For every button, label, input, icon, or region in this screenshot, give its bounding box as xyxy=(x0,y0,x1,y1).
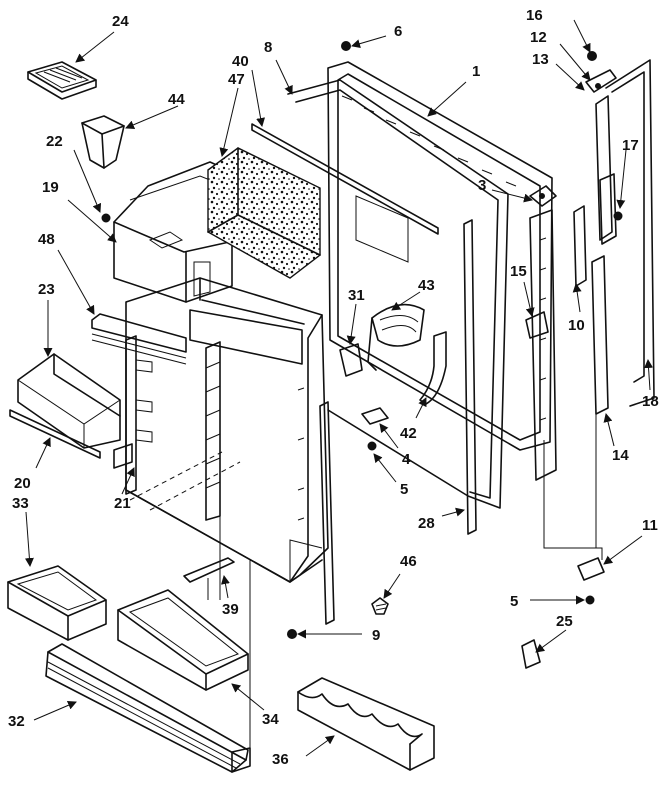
callout-31: 31 xyxy=(348,287,365,304)
callout-47: 47 xyxy=(228,71,245,88)
callout-44: 44 xyxy=(168,91,185,108)
part-6-screw xyxy=(341,41,351,51)
part-33-door-bin xyxy=(7,565,107,641)
callout-16: 16 xyxy=(526,7,543,24)
part-5-screw-lower xyxy=(585,595,595,605)
callout-40: 40 xyxy=(232,53,249,70)
part-10-bracket xyxy=(573,205,587,287)
part-door-side-rail xyxy=(529,209,557,481)
callout-42: 42 xyxy=(400,425,417,442)
callout-20: 20 xyxy=(14,475,31,492)
part-28-rod xyxy=(463,219,477,535)
part-11-bottom-hinge xyxy=(577,557,605,581)
part-rod-lower xyxy=(319,401,335,625)
part-40-gasket xyxy=(251,123,439,235)
callout-5-lower: 5 xyxy=(510,593,518,610)
part-42-tube xyxy=(419,331,447,405)
part-48-rail xyxy=(91,313,187,365)
callout-14: 14 xyxy=(612,447,629,464)
guide-lines xyxy=(219,414,603,750)
part-23-control-cover xyxy=(17,353,121,449)
part-5-screw-upper xyxy=(367,441,377,451)
callout-13: 13 xyxy=(532,51,549,68)
part-31-bracket xyxy=(339,343,363,377)
part-32-door-bar xyxy=(45,643,251,773)
part-hinge-bar xyxy=(595,95,617,245)
callout-15: 15 xyxy=(510,263,527,280)
part-cabinet-liner xyxy=(125,277,329,583)
part-18-door-trim xyxy=(605,59,655,407)
part-4-clip xyxy=(361,407,389,425)
callout-46: 46 xyxy=(400,553,417,570)
part-20-strip xyxy=(9,409,101,459)
callout-4: 4 xyxy=(402,451,411,468)
part-46-screw xyxy=(371,597,389,615)
part-47-filter xyxy=(207,147,321,279)
callout-18: 18 xyxy=(642,393,659,410)
part-13-top-hinge xyxy=(585,69,617,93)
callout-leaders xyxy=(24,19,654,757)
part-8-gasket-frame xyxy=(287,79,509,509)
callout-32: 32 xyxy=(8,713,25,730)
callout-8: 8 xyxy=(264,39,272,56)
callout-3: 3 xyxy=(478,177,486,194)
part-3-hinge-plate xyxy=(529,185,557,207)
part-shelf-rails xyxy=(125,335,241,521)
callout-12: 12 xyxy=(530,29,547,46)
callout-19: 19 xyxy=(42,179,59,196)
callout-24: 24 xyxy=(112,13,129,30)
part-34-door-bin xyxy=(117,589,249,691)
callout-28: 28 xyxy=(418,515,435,532)
callout-11: 11 xyxy=(642,517,658,534)
callout-9: 9 xyxy=(372,627,380,644)
part-16-screw xyxy=(587,51,597,61)
callout-25: 25 xyxy=(556,613,573,630)
part-21-bracket xyxy=(113,443,133,469)
callout-43: 43 xyxy=(418,277,435,294)
part-39-clip xyxy=(183,557,235,600)
part-22-screw xyxy=(101,213,111,223)
callout-36: 36 xyxy=(272,751,289,768)
callout-34: 34 xyxy=(262,711,279,728)
part-15-clip xyxy=(525,311,549,339)
callout-1: 1 xyxy=(472,63,480,80)
callout-23: 23 xyxy=(38,281,55,298)
part-14-trim-strip xyxy=(591,255,609,415)
callout-5-upper: 5 xyxy=(400,481,408,498)
part-24-small-grille xyxy=(27,61,97,100)
part-25-hinge-pin xyxy=(521,639,541,669)
callout-10: 10 xyxy=(568,317,585,334)
part-1-door-panel xyxy=(327,61,553,451)
part-9-screw xyxy=(287,629,297,639)
part-44-duct xyxy=(81,115,125,169)
part-17-screw xyxy=(613,211,623,221)
callout-6: 6 xyxy=(394,23,402,40)
part-36-tray xyxy=(297,677,435,771)
callout-39: 39 xyxy=(222,601,239,618)
callout-33: 33 xyxy=(12,495,29,512)
callout-17: 17 xyxy=(622,137,639,154)
callout-labels: 24 44 47 40 8 6 1 16 12 13 3 17 22 19 48… xyxy=(8,7,659,768)
callout-48: 48 xyxy=(38,231,55,248)
callout-21: 21 xyxy=(114,495,131,512)
part-43-harness xyxy=(367,303,425,371)
callout-22: 22 xyxy=(46,133,63,150)
